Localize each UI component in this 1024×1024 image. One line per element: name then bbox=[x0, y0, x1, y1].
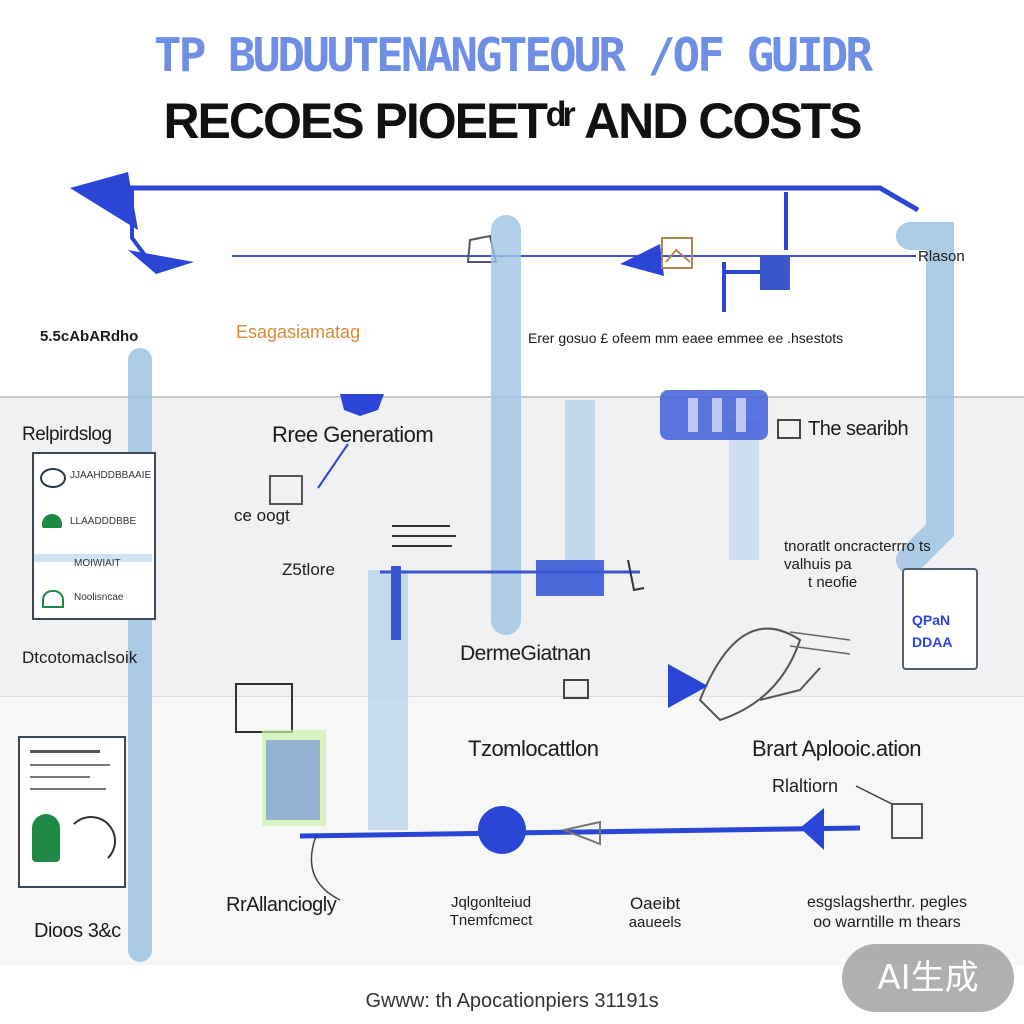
center-top-label: Erer gosuo £ ofeem mm eaee emmee ee .hse… bbox=[528, 330, 844, 346]
left-section-label: Relpirdslog bbox=[22, 424, 112, 445]
main-title-line-1: TP BUDUUTENANGTEOUR /OF GUIDR bbox=[153, 28, 873, 82]
leaf-icon bbox=[42, 514, 62, 528]
right-note-line-1: tnoratlt oncracterrro ts bbox=[784, 538, 931, 555]
right-jar-card: QPaN DDAA bbox=[902, 568, 978, 670]
right-signal-lines bbox=[789, 631, 851, 655]
left-card-row-1: JJAAHDDBBAAIE bbox=[70, 470, 152, 481]
left-wedge-icon bbox=[128, 250, 194, 274]
doc-icon-small bbox=[269, 475, 303, 505]
dish-stand bbox=[759, 667, 821, 701]
right-blue-triangle-icon bbox=[668, 664, 708, 708]
generation-label: Rree Generatiom bbox=[272, 422, 434, 447]
circle-icon bbox=[40, 468, 66, 488]
bottom-label-3-line-2: aaueels bbox=[628, 914, 682, 931]
server-block-slot-3 bbox=[736, 398, 746, 432]
left-list-card: JJAAHDDBBAAIE LLAADDDBBE MOIWIAIT Noolis… bbox=[32, 452, 156, 620]
server-block-slot-1 bbox=[688, 398, 698, 432]
doc-line-1 bbox=[30, 750, 100, 753]
doc-line-3 bbox=[30, 776, 90, 778]
chart-line-icon bbox=[665, 248, 691, 263]
bottom-label-1: RrAllanciogly bbox=[226, 894, 337, 916]
jar-text-1: QPaN bbox=[912, 612, 951, 628]
satellite-dish-icon bbox=[698, 627, 802, 722]
right-note-line-2: valhuis pa bbox=[784, 556, 852, 573]
right-connector-block bbox=[760, 256, 790, 290]
generation-pointer bbox=[317, 443, 349, 489]
left-card-row-3: MOIWIAIT bbox=[74, 558, 121, 569]
jar-text-2: DDAA bbox=[912, 634, 953, 650]
right-note-line-3: t neofie bbox=[808, 574, 858, 591]
bottom-arrow-icon bbox=[800, 808, 824, 850]
ai-generated-badge: AI生成 bbox=[842, 944, 1014, 1012]
search-label: The searibh bbox=[808, 418, 909, 440]
figure-icon bbox=[627, 559, 645, 592]
bell-icon bbox=[466, 234, 498, 263]
mid-blue-wedge-icon bbox=[620, 244, 664, 276]
highlight-block-blue bbox=[266, 740, 320, 820]
bell-shape-icon bbox=[42, 590, 64, 608]
right-pipe bbox=[896, 222, 954, 574]
right-low-label: Brart Aplooic.ation bbox=[752, 736, 922, 761]
doc-line-2 bbox=[30, 764, 110, 766]
green-leaf-icon bbox=[32, 814, 60, 862]
left-card-row-2: LLAADDDBBE bbox=[70, 516, 137, 527]
top-rail bbox=[100, 185, 920, 213]
arc-icon bbox=[66, 816, 116, 866]
bottom-rail bbox=[299, 825, 861, 839]
server-block-slot-2 bbox=[712, 398, 722, 432]
bottom-node-1 bbox=[478, 806, 526, 854]
wave-strip-icon bbox=[34, 554, 152, 562]
bottom-left-label: Dioos 3&c bbox=[34, 920, 121, 942]
bottom-label-4-line-2: oo warntille m thears bbox=[813, 914, 961, 931]
left-card-row-4: Noolisncae bbox=[74, 592, 124, 603]
bottom-pointer-line bbox=[855, 785, 893, 805]
left-top-label: 5.5cAbARdho bbox=[40, 328, 139, 345]
search-box-icon bbox=[777, 419, 801, 439]
bottom-right-box-icon bbox=[891, 803, 923, 839]
bottom-label-3-line-1: Oaeibt bbox=[629, 894, 681, 913]
left-document-card bbox=[18, 736, 126, 888]
hand-pointer-icon bbox=[560, 820, 601, 846]
store-label: Z5tlore bbox=[282, 560, 335, 579]
blue-bars-block bbox=[536, 560, 604, 596]
camera-icon bbox=[563, 679, 589, 699]
bottom-label-4-line-1: esgslagsherthr. pegles bbox=[806, 894, 968, 911]
main-title-line-2: RECOES PIOEETᵈʳ AND COSTS bbox=[163, 93, 862, 149]
doc-line-4 bbox=[30, 788, 106, 790]
footer-caption: Gwww: th Apocationpiers 31191s bbox=[365, 990, 659, 1012]
left-mid-label: Dtcotomaclsoik bbox=[22, 648, 138, 667]
small-label-1: ce oogt bbox=[234, 506, 290, 525]
orange-label: Esagasiamatag bbox=[236, 322, 361, 342]
lower-curve bbox=[310, 835, 341, 901]
middle-shield-icon bbox=[340, 394, 384, 416]
bottom-label-2-line-2: Tnemfcmect bbox=[449, 912, 533, 929]
right-sub-label: Rlaltiorn bbox=[772, 776, 839, 796]
center-low-label: Tzomlocattlon bbox=[468, 736, 599, 761]
chart-box-icon bbox=[661, 237, 693, 269]
top-left-arrow-icon bbox=[70, 172, 138, 230]
building-outline-icon bbox=[235, 683, 293, 733]
bottom-label-2-line-1: Jqlgonlteiud bbox=[450, 894, 532, 911]
center-mid-label: DermeGiatnan bbox=[460, 642, 591, 665]
top-right-label: Rlason bbox=[918, 248, 965, 265]
